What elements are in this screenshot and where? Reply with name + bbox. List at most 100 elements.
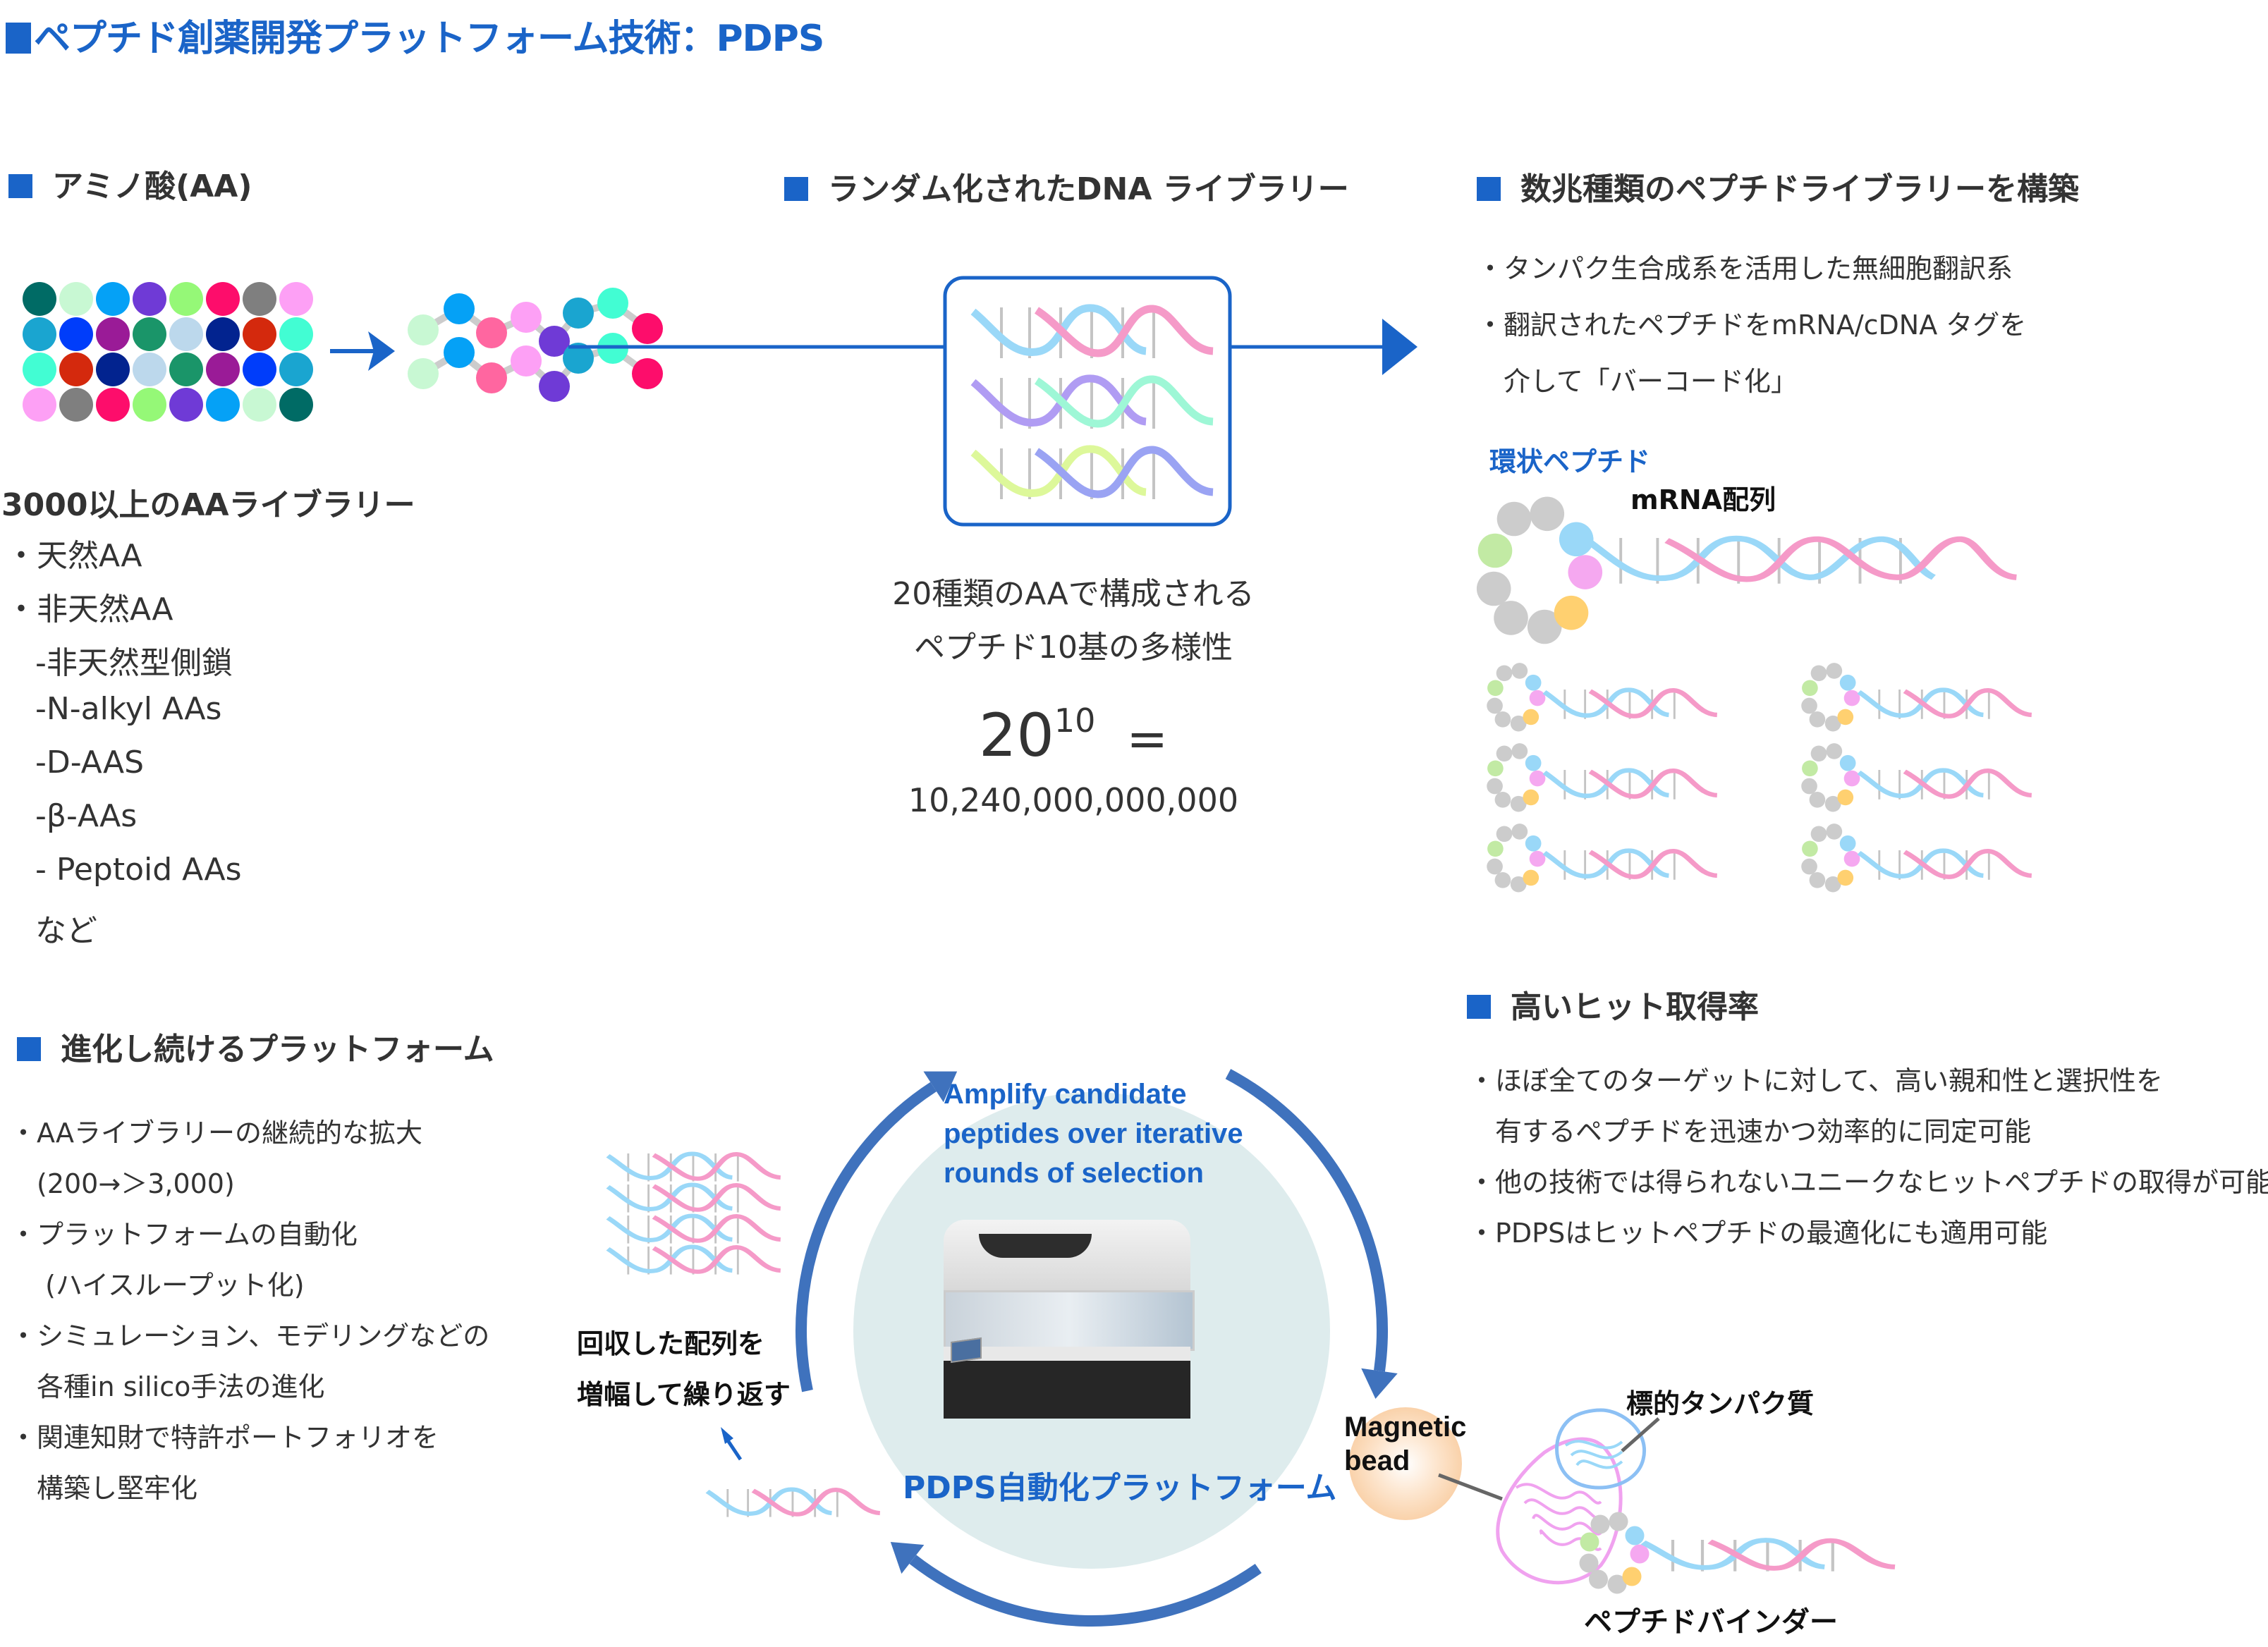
aa-list-item: -N-alkyl AAs — [35, 691, 222, 727]
amino-acid-dot — [59, 388, 93, 422]
page-title-text: ペプチド創薬開発プラットフォーム技術：PDPS — [34, 18, 824, 60]
peptide-chain-icon — [408, 288, 663, 402]
amino-acid-dot — [1625, 1526, 1645, 1545]
amino-acid-dot — [1525, 674, 1542, 691]
dna-strand — [606, 1213, 733, 1242]
amplify-text-line: peptides over iterative — [944, 1118, 1243, 1149]
amino-acid-dot — [169, 282, 203, 316]
amino-acid-dot — [1559, 522, 1594, 557]
heading-hit-rate: 高いヒット取得率 — [1467, 981, 1759, 1027]
pdps-machine-image — [929, 1213, 1205, 1424]
amino-acid-dot — [169, 388, 203, 422]
evolving-bullet: ・AAライブラリーの継続的な拡大 — [10, 1118, 423, 1149]
hit-rate-bullet: ・ほぼ全てのターゲットに対して、高い親和性と選択性を — [1468, 1065, 2163, 1096]
dna-strand — [751, 1488, 881, 1517]
dna-strand — [1588, 768, 1718, 799]
arrow-up-left-icon — [721, 1427, 743, 1461]
dna-strand — [606, 1182, 733, 1211]
heading-dna-library-text: ランダム化されたDNA ライブラリー — [828, 171, 1349, 207]
arrow-head-icon — [890, 1542, 925, 1574]
heading-evolving-platform-text: 進化し続けるプラットフォーム — [61, 1031, 494, 1067]
amino-acid-dot — [476, 317, 507, 348]
amino-acid-dot — [1487, 858, 1503, 875]
amino-acid-dot — [169, 353, 203, 386]
amino-acid-dot — [1529, 690, 1546, 706]
dna-helix-icon — [970, 304, 1214, 499]
amino-acid-dot — [1568, 555, 1603, 589]
target-protein-label: 標的タンパク質 — [1626, 1388, 1815, 1419]
peptide-binder-icon — [1496, 1408, 1896, 1594]
dna-strand — [705, 1487, 833, 1516]
amino-acid-dot — [206, 388, 240, 422]
amino-acid-grid — [23, 282, 313, 422]
dna-helix — [606, 1213, 781, 1244]
evolving-bullet: 構築し堅牢化 — [10, 1473, 198, 1504]
blue-square-icon — [1477, 177, 1501, 201]
heading-hit-rate-text: 高いヒット取得率 — [1511, 989, 1759, 1025]
peptide-binder-label: ペプチドバインダー — [1584, 1606, 1838, 1639]
amino-acid-dot — [1607, 1574, 1627, 1594]
amino-acid-dot — [1843, 770, 1860, 787]
amino-acid-dot — [1824, 876, 1841, 893]
amino-acid-dot — [1487, 840, 1504, 857]
amino-acid-dot — [1630, 1544, 1650, 1564]
protein-fold — [1523, 1498, 1602, 1520]
aa-list-item: -D-AAS — [35, 745, 145, 780]
amino-acid-dot — [1839, 674, 1856, 691]
amino-acid-dot — [243, 282, 276, 316]
amino-acid-dot — [1810, 665, 1827, 682]
amino-acid-dot — [1510, 876, 1527, 893]
hit-rate-bullet: ・PDPSはヒットペプチドの最適化にも適用可能 — [1468, 1218, 2048, 1249]
amino-acid-dot — [1609, 1512, 1628, 1531]
heading-amino-acid: アミノ酸(AA) — [8, 161, 252, 206]
amino-acid-dot — [1529, 850, 1546, 867]
dna-helix — [1857, 848, 2032, 880]
aa-list-item: - Peptoid AAs — [35, 852, 242, 888]
aa-list-item: -非天然型側鎖 — [35, 645, 233, 681]
amino-acid-dot — [1530, 496, 1565, 532]
amino-acid-dot — [1529, 770, 1546, 787]
amino-acid-dot — [23, 353, 56, 386]
amino-acid-dot — [597, 288, 628, 319]
evolving-bullet: 各種in silico手法の進化 — [10, 1371, 325, 1402]
amino-acid-dot — [133, 388, 166, 422]
dna-helix — [1542, 687, 1718, 719]
amino-acid-dot — [1494, 791, 1511, 808]
cyclic-peptide-icon — [1476, 496, 2018, 644]
amino-acid-dot — [632, 313, 663, 344]
dna-strand — [1903, 768, 2032, 799]
amino-acid-dot — [1523, 709, 1540, 725]
dna-strand — [970, 445, 1147, 497]
dna-strand — [652, 1152, 781, 1181]
dna-strand — [1707, 1538, 1896, 1571]
protein-fold — [1515, 1483, 1602, 1505]
amino-acid-dot — [1496, 665, 1513, 682]
amino-acid-dot — [133, 317, 166, 351]
recover-text: 回収した配列を 増幅して繰り返す — [577, 1318, 791, 1420]
dna-helix — [606, 1244, 781, 1275]
peptide-bullet: ・タンパク生合成系を活用した無細胞翻訳系 — [1477, 253, 2013, 284]
aa-list-item: など — [35, 913, 97, 949]
target-protein-fold — [1570, 1450, 1623, 1459]
amino-acid-dot — [23, 317, 56, 351]
arrow-right-icon — [330, 331, 395, 371]
hit-rate-bullet: 有するペプチドを迅速かつ効率的に同定可能 — [1468, 1116, 2032, 1147]
amino-acid-dot — [1494, 711, 1511, 728]
dna-strand — [652, 1214, 781, 1243]
dna-desc-line2: ペプチド10基の多様性 — [914, 630, 1233, 666]
amino-acid-dot — [1510, 795, 1527, 812]
amino-acid-dot — [1802, 760, 1818, 777]
target-protein-fold — [1564, 1440, 1623, 1450]
amino-acid-dot — [1826, 663, 1843, 679]
amino-acid-dot — [1476, 571, 1511, 606]
diversity-formula: 2010= — [791, 701, 1355, 770]
amino-acid-dot — [1622, 1567, 1642, 1586]
amino-acid-dot — [133, 282, 166, 316]
cycle-arc — [909, 1555, 1262, 1627]
bead-pointer-line — [1438, 1473, 1503, 1501]
heading-peptide-library-text: 数兆種類のペプチドライブラリーを構築 — [1520, 171, 2079, 207]
amino-acid-dot — [279, 282, 313, 316]
dna-strand — [606, 1151, 733, 1180]
amino-acid-dot — [279, 388, 313, 422]
amino-acid-dot — [96, 317, 130, 351]
